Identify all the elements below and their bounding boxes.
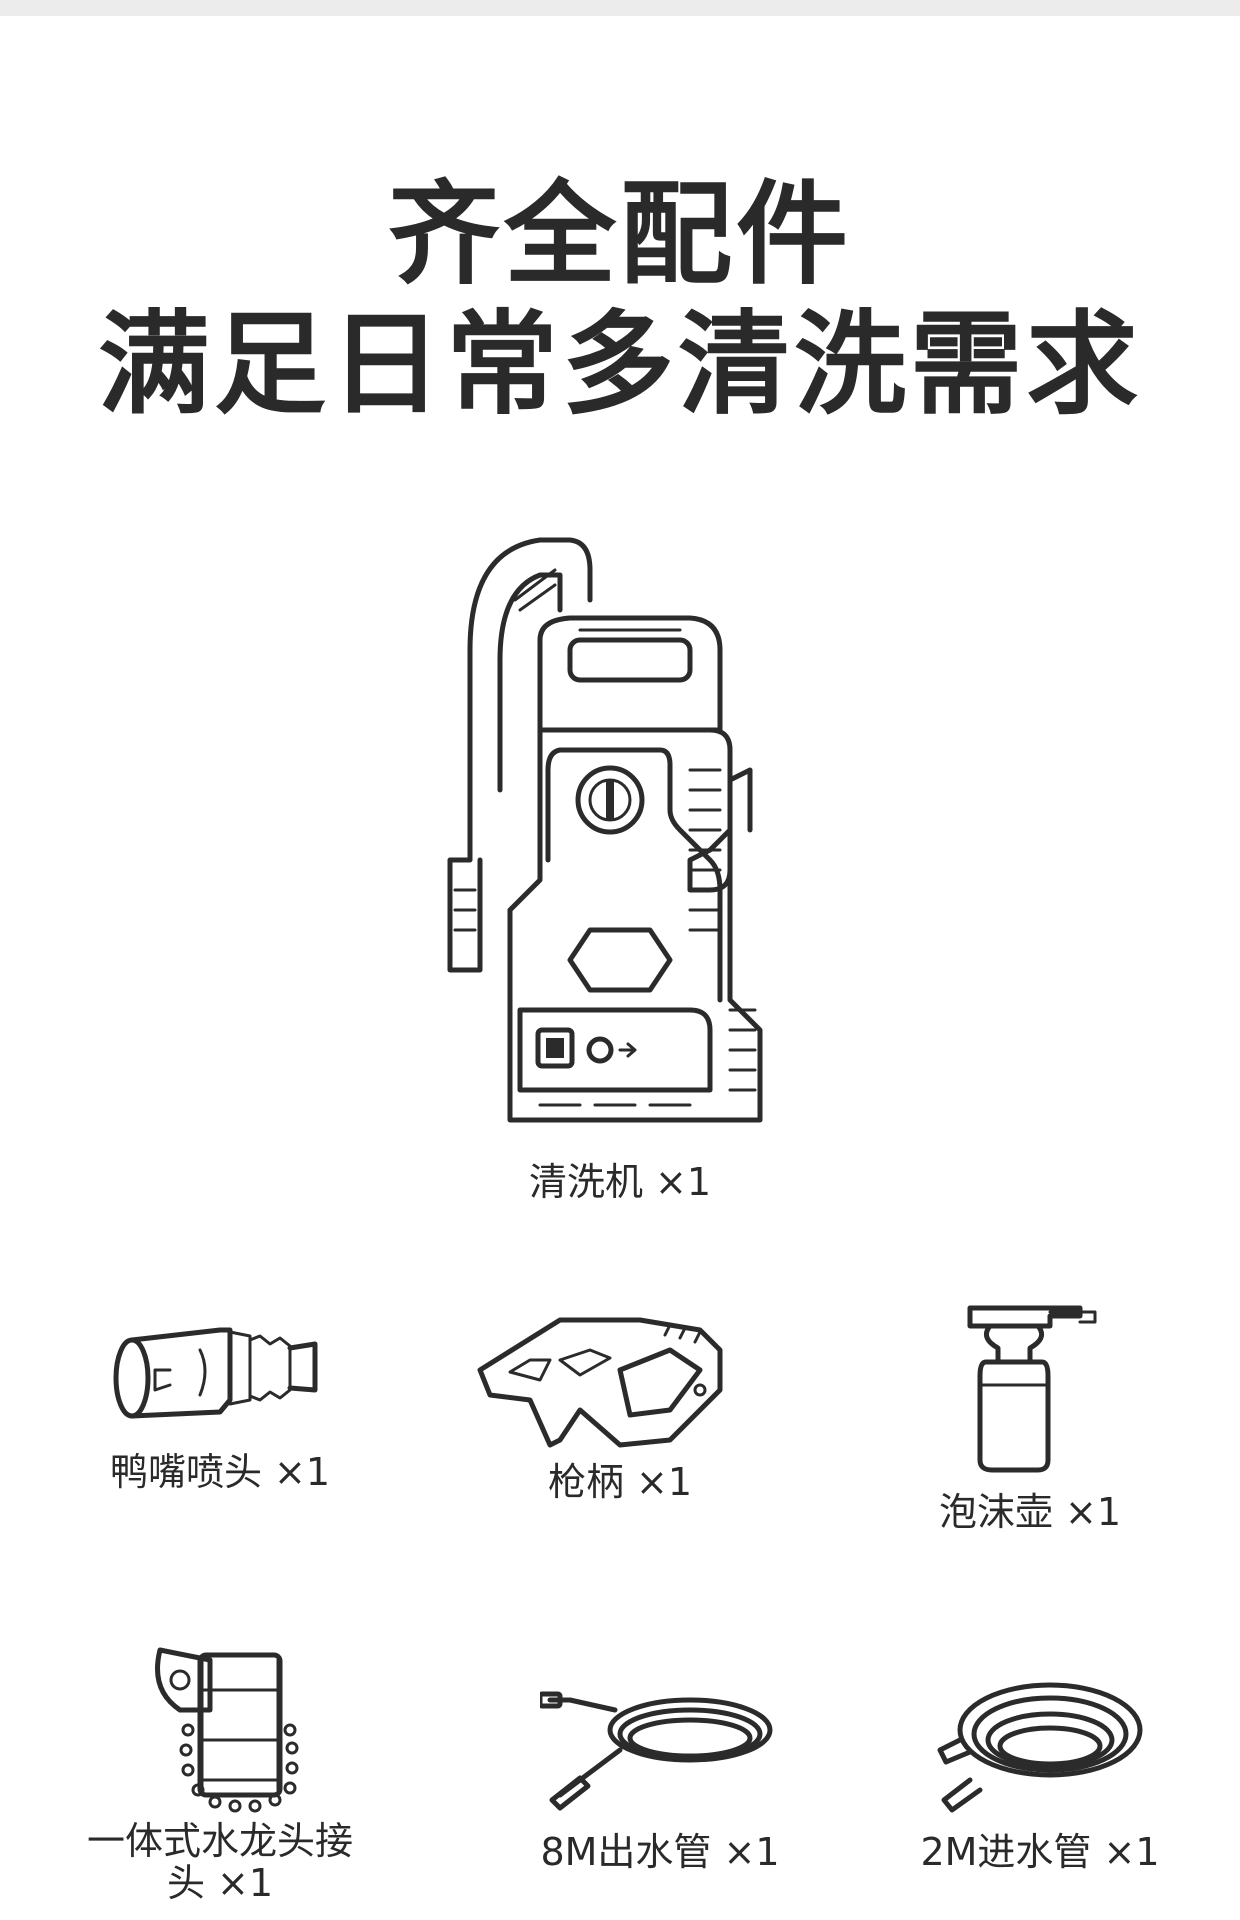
nozzle-icon <box>113 1327 318 1419</box>
spray-gun-icon <box>477 1317 723 1448</box>
label-machine: 清洗机 ×1 <box>528 1160 712 1204</box>
accessory-spray-gun: 枪柄 ×1 <box>470 1300 770 1504</box>
label-spray-gun: 枪柄 ×1 <box>547 1460 693 1504</box>
label-foam-bottle: 泡沫壶 ×1 <box>938 1490 1122 1534</box>
label-inlet-hose: 2M进水管 ×1 <box>920 1830 1160 1874</box>
label-duckbill-nozzle: 鸭嘴喷头 ×1 <box>109 1450 331 1494</box>
accessory-duckbill-nozzle: 鸭嘴喷头 ×1 <box>90 1300 350 1494</box>
accessory-inlet-hose: 2M进水管 ×1 <box>880 1670 1200 1874</box>
top-bar <box>0 0 1240 16</box>
heading-line-2: 满足日常多清洗需求 <box>98 300 1142 430</box>
foam-bottle-icon <box>967 1305 1097 1473</box>
pressure-washer-icon <box>447 537 763 1123</box>
accessory-machine: 清洗机 ×1 <box>420 530 820 1204</box>
inlet-hose-icon <box>937 1682 1143 1813</box>
accessory-faucet-connector: 一体式水龙头接头 ×1 <box>70 1640 370 1904</box>
faucet-connector-icon <box>155 1647 299 1813</box>
accessory-foam-bottle: 泡沫壶 ×1 <box>900 1290 1160 1534</box>
label-faucet-connector: 一体式水龙头接头 ×1 <box>86 1819 353 1905</box>
heading-line-1: 齐全配件 <box>388 170 852 300</box>
outlet-hose-icon <box>540 1691 773 1811</box>
accessory-outlet-hose: 8M出水管 ×1 <box>510 1670 810 1874</box>
label-outlet-hose: 8M出水管 ×1 <box>540 1830 780 1874</box>
